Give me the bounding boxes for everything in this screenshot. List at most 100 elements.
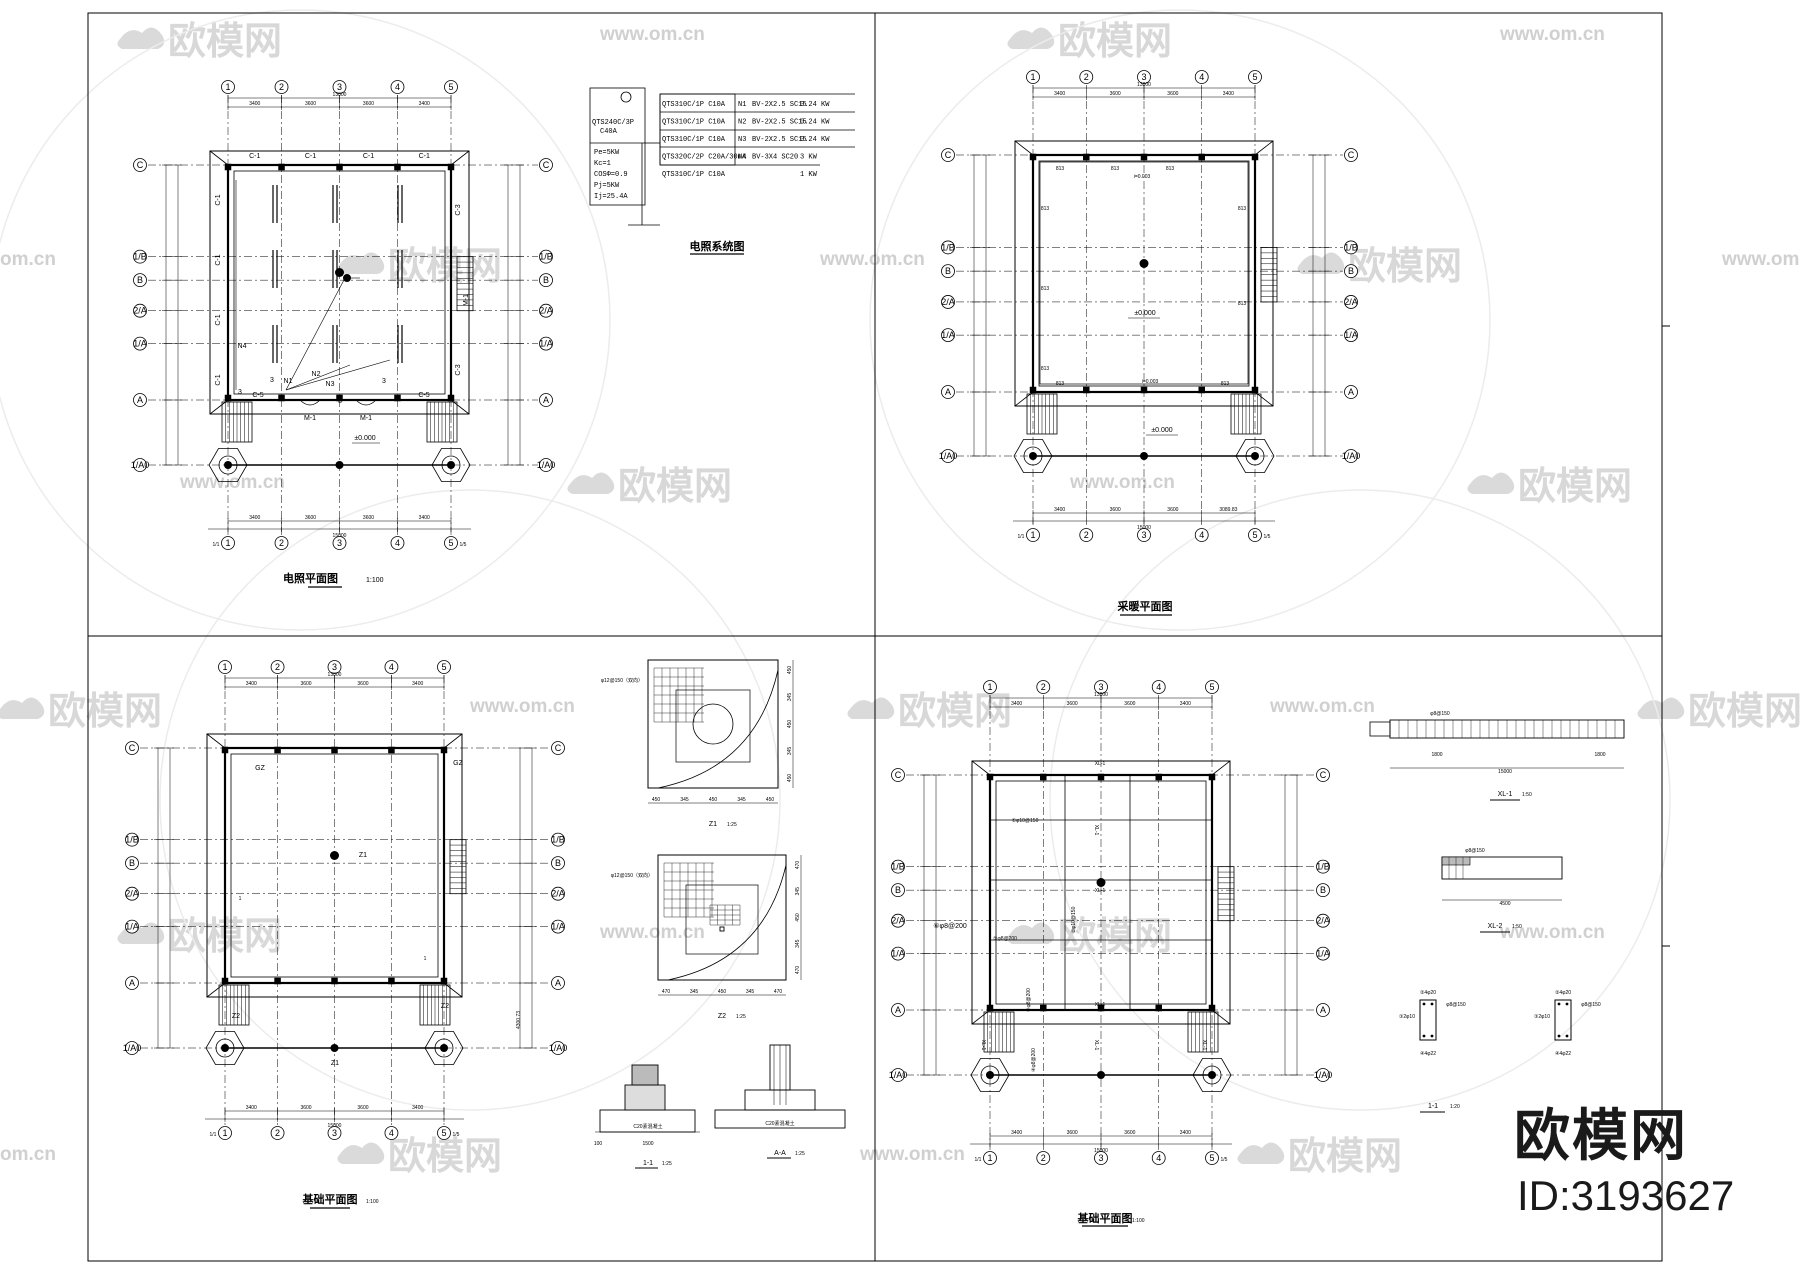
axis-bottom-3-label: 3 xyxy=(332,1128,337,1138)
window-label-left: C-1 xyxy=(215,194,222,205)
axis-left-row-bubble xyxy=(133,393,147,407)
z2-dim-val: 470 xyxy=(662,989,671,995)
axis-bottom-1-bubble xyxy=(221,536,235,550)
dim-top: 3600 xyxy=(1110,91,1121,97)
window-label-top: C-1 xyxy=(419,153,430,160)
axis-right-row-bubble xyxy=(1344,295,1358,309)
axis-right-row-label: A xyxy=(1348,387,1354,397)
axis-top-4-label: 4 xyxy=(389,662,394,672)
wall-column xyxy=(447,163,455,171)
dim-bottom: 3600 xyxy=(1124,1130,1135,1136)
z2-outline xyxy=(657,854,787,981)
axis-left-row-label: 1/A xyxy=(941,330,955,340)
axis-left-row-label: 1/A0 xyxy=(889,1070,908,1080)
radiator-right: 813 xyxy=(1238,206,1247,212)
axis-bottom-3-label: 3 xyxy=(1098,1153,1103,1163)
axis-bottom-4-label: 4 xyxy=(1199,530,1204,540)
axis-right-row-label: B xyxy=(1320,885,1326,895)
z2-dim-val: 345 xyxy=(795,887,801,896)
saa-title: A-A xyxy=(774,1150,786,1157)
porch-column-left xyxy=(1013,439,1053,473)
z2-scale: 1:25 xyxy=(736,1014,746,1020)
axis-top-1-bubble xyxy=(983,680,997,694)
axis-left-row-label: 1/B xyxy=(133,252,147,262)
axis-bottom-3-label: 3 xyxy=(337,538,342,548)
z1-rebar-label: φ12@150（双向） xyxy=(601,677,643,684)
axis-left-row-bubble xyxy=(891,859,905,874)
axis-left-row-bubble xyxy=(125,856,139,871)
watermark-url: www.om.cn xyxy=(599,922,705,943)
electrical-system-text: QTS240C/3P C40A Pe=5KW Kc=1 COSΦ=0.9 Pj=… xyxy=(592,101,830,255)
axis-bottom-1-bubble xyxy=(983,1151,997,1165)
z1-dim-val: 450 xyxy=(766,797,775,803)
axis-right-row-label: A xyxy=(543,395,549,405)
beam-label: XL-1 xyxy=(1095,761,1106,767)
door-label-bottom: M-1 xyxy=(304,415,316,422)
axis-left-row-label: 2/A xyxy=(133,306,147,316)
axis-left-row-bubble xyxy=(125,741,139,755)
axis-right-row-label: 1/A0 xyxy=(549,1043,568,1053)
axis-left-row-bubble xyxy=(133,458,147,472)
axis-1-5: 1/5 xyxy=(1264,534,1271,540)
axis-left-row-label: C xyxy=(895,770,902,780)
axis-top-1-label: 1 xyxy=(987,682,992,692)
watermark-brand: 欧模网 xyxy=(898,691,1012,733)
roof-hip xyxy=(206,733,226,749)
window-label-top: C-1 xyxy=(305,153,316,160)
axis-left-row-bubble xyxy=(133,273,147,288)
axis-top-4-bubble xyxy=(1194,70,1209,84)
xl1-title: XL-1 xyxy=(1498,791,1513,798)
axis-left-row-label: C xyxy=(129,743,136,753)
axis-top-3-bubble xyxy=(1137,70,1151,84)
axis-left-row-bubble xyxy=(941,295,955,309)
column-dot xyxy=(447,461,455,469)
brand-logo-text: 欧模网 xyxy=(1514,1104,1688,1167)
axis-bottom-4-label: 4 xyxy=(1156,1153,1161,1163)
axis-left-row-bubble xyxy=(941,148,955,162)
axis-right-row-label: 1/A0 xyxy=(1342,451,1361,461)
xl1-rebar: φ8@150 xyxy=(1430,711,1450,717)
wall-column xyxy=(388,977,395,985)
main-breaker-rating: C40A xyxy=(600,128,618,136)
wall-column xyxy=(1083,153,1090,161)
wall-column xyxy=(440,746,448,754)
radiator-left: 813 xyxy=(1041,286,1050,292)
axis-bottom-4-bubble xyxy=(1151,1151,1166,1165)
axis-left-row-label: C xyxy=(137,160,144,170)
wall-column xyxy=(278,394,285,402)
roof-hip xyxy=(971,760,991,776)
dim-top: 3600 xyxy=(305,101,316,107)
dim-top: 3600 xyxy=(1067,701,1078,707)
axis-left-row-label: 1/B xyxy=(891,862,905,872)
axis-right-row-bubble xyxy=(1316,1003,1330,1017)
watermark-arc xyxy=(159,489,781,1111)
axis-bottom-1-label: 1 xyxy=(1030,530,1035,540)
beam-label: XL-1 xyxy=(1093,825,1099,836)
axis-right-row-label: A xyxy=(555,978,561,988)
axis-top-2-bubble xyxy=(274,80,289,94)
z2-cap xyxy=(685,884,759,955)
dim-bottom: 3600 xyxy=(300,1105,311,1111)
system-cable: BV-2X2.5 SC15 xyxy=(752,119,807,127)
watermark-url: www.om.cn xyxy=(469,696,575,717)
axis-top-3-label: 3 xyxy=(1098,682,1103,692)
wall-column xyxy=(1208,1004,1216,1012)
axis-1-5: 1/5 xyxy=(1221,1157,1228,1163)
wire-count: 3 xyxy=(238,389,242,396)
system-breaker: QTS320C/2P C20A/30mA xyxy=(662,154,747,162)
z1-dim-val: 450 xyxy=(787,720,793,729)
system-circuit: N3 xyxy=(738,136,746,144)
center-column xyxy=(330,851,339,860)
axis-bottom-3-bubble xyxy=(332,536,347,550)
footing-z1: Z1 xyxy=(331,1060,339,1067)
section-title: 1-1 xyxy=(1428,1103,1438,1110)
watermark-url: om.cn xyxy=(0,1144,56,1165)
footing-gz: GZ xyxy=(453,760,463,767)
circuit-n1: N1 xyxy=(284,378,293,385)
xl1-dim: 15000 xyxy=(1498,769,1512,775)
axis-left-row-label: B xyxy=(129,858,135,868)
